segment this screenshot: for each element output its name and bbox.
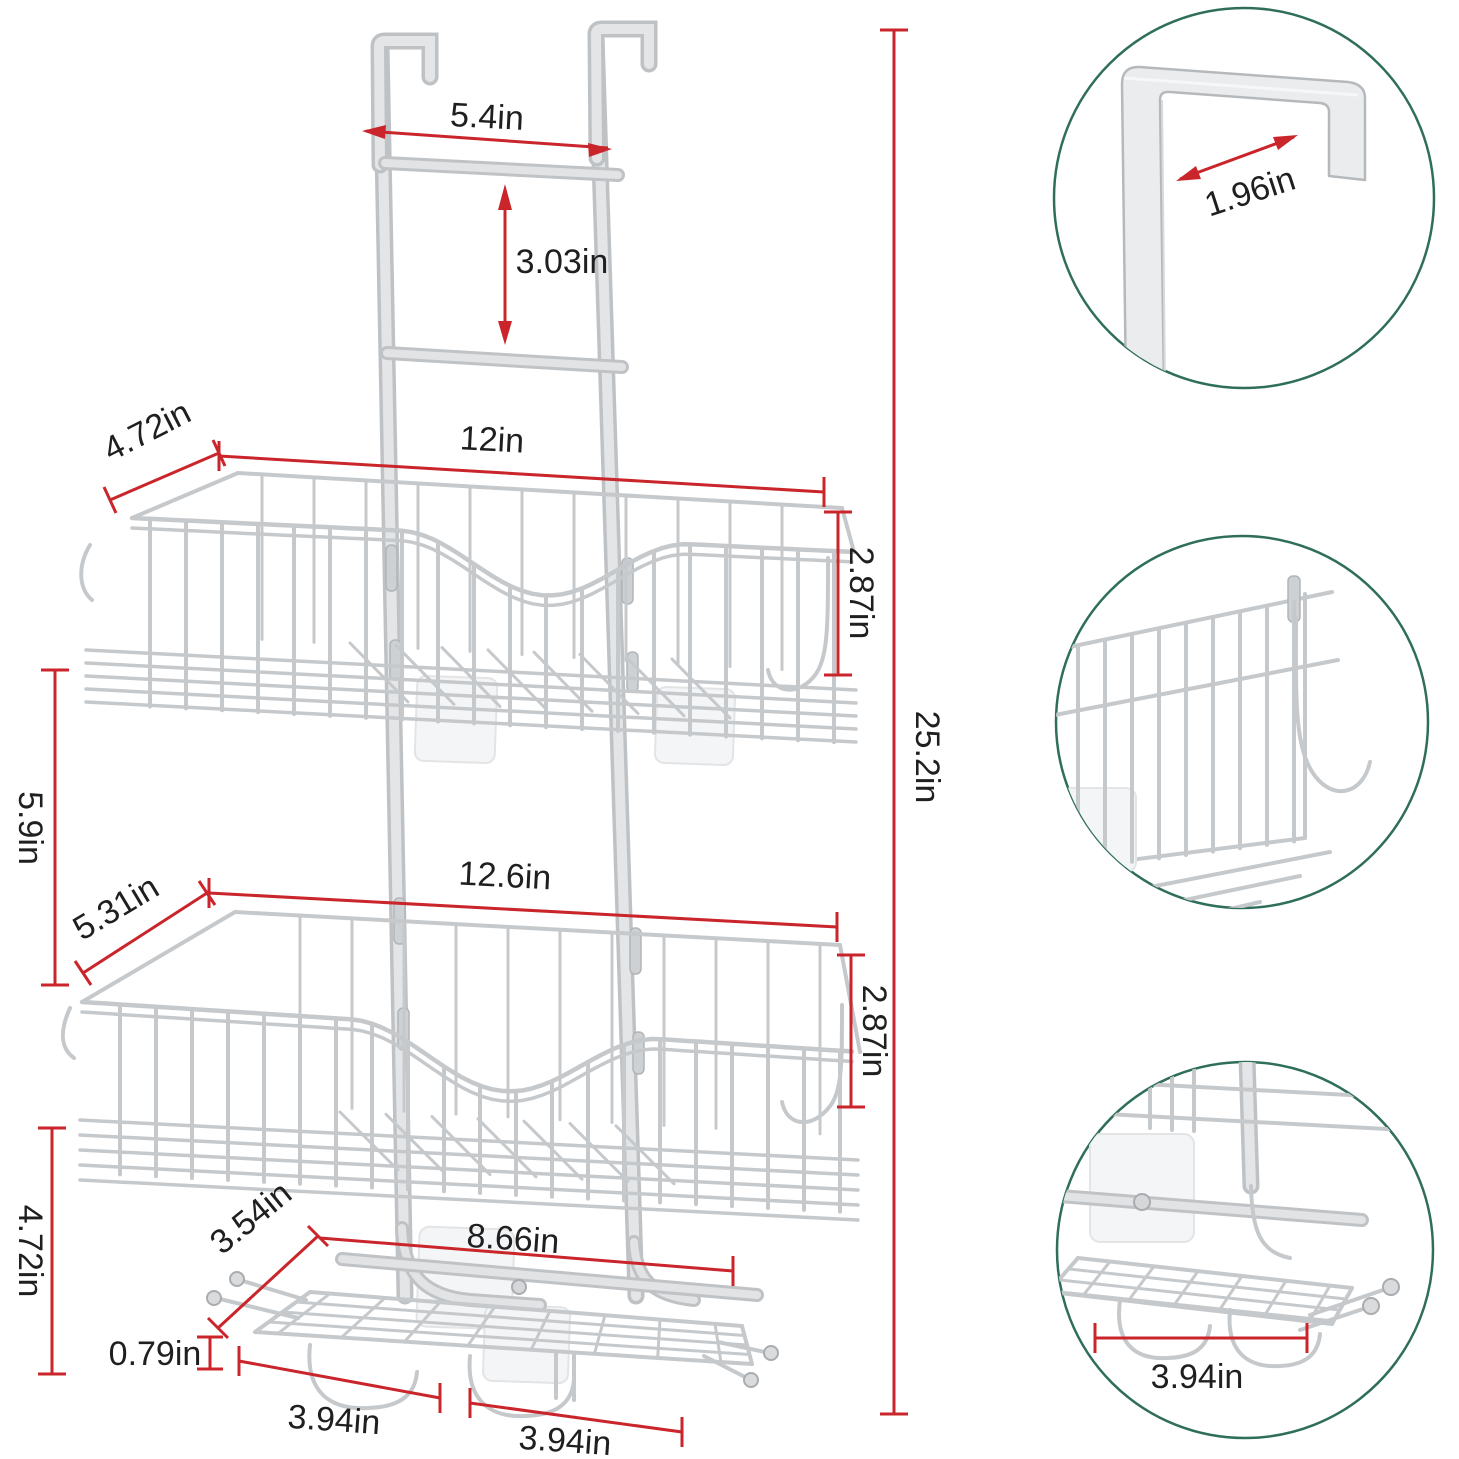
shelf-closeup: 3.94in	[1057, 1062, 1407, 1396]
dim-shelf-left-section: 3.94in	[237, 1346, 442, 1442]
dim-tier-gap-label: 5.9in	[11, 791, 49, 865]
top-basket-left-hook	[79, 543, 94, 602]
dim-shelf-height: 0.79in	[109, 1335, 223, 1373]
hook-closeup	[1120, 65, 1367, 388]
dim-hook-drop: 3.03in	[498, 184, 608, 345]
dim-total-height-label: 25.2in	[908, 711, 946, 804]
dim-shelf-width-label: 8.66in	[465, 1217, 560, 1261]
dim-hook-depth	[1176, 135, 1298, 181]
dim-shelf-right-label: 3.94in	[517, 1419, 612, 1459]
dim-mid-height: 2.87in	[837, 953, 893, 1109]
dim-hook-width: 5.4in	[362, 96, 612, 157]
top-basket	[79, 471, 858, 745]
screw	[511, 1279, 527, 1295]
dim-shelf-left-label: 3.94in	[286, 1398, 381, 1442]
towel-bar	[467, 1354, 576, 1419]
dim-total-height: 25.2in	[880, 28, 946, 1416]
detail-circle-basket	[1054, 534, 1430, 910]
middle-basket-hook	[780, 1003, 844, 1125]
dim-mid-width-label: 12.6in	[458, 855, 553, 898]
dim-mid-depth-label: 5.31in	[67, 868, 166, 948]
dim-shelf-width: 8.66in	[319, 1217, 735, 1286]
dim-top-height-label: 2.87in	[842, 547, 880, 640]
middle-basket	[61, 910, 862, 1222]
detail-circle-shelf: 3.94in	[1055, 1060, 1435, 1440]
dim-shelf-section	[1093, 1323, 1309, 1353]
dim-hook-width-label: 5.4in	[449, 96, 525, 138]
dim-lower-gap: 4.72in	[11, 1126, 66, 1376]
dim-shelf-section-label: 3.94in	[1151, 1358, 1244, 1396]
dim-mid-height-label: 2.87in	[855, 985, 893, 1078]
shelf-right-hooks	[702, 1340, 779, 1388]
dim-shelf-right-section: 3.94in	[468, 1388, 684, 1459]
dim-tier-gap: 5.9in	[11, 668, 69, 987]
top-basket-hook	[766, 556, 830, 692]
dim-lower-gap-label: 4.72in	[11, 1205, 49, 1298]
caddy-wireframe	[61, 20, 862, 1419]
dim-top-height: 2.87in	[824, 510, 880, 677]
dim-shelf-height-label: 0.79in	[109, 1335, 202, 1373]
detail-circle-hook: 1.96in	[1052, 6, 1436, 390]
middle-basket-left-hook	[61, 1006, 76, 1060]
crossbars	[378, 156, 629, 374]
shelf-left-hooks	[206, 1271, 308, 1320]
dim-mid-width: 12.6in	[207, 855, 839, 942]
basket-closeup-hook	[1293, 616, 1372, 794]
dim-top-width: 12in	[217, 419, 826, 507]
door-hooks	[370, 20, 658, 174]
dim-top-width-label: 12in	[459, 419, 525, 460]
dim-top-depth: 4.72in	[97, 393, 227, 514]
dim-top-depth-label: 4.72in	[97, 393, 197, 469]
bottom-shelf	[206, 1221, 779, 1419]
dim-hook-drop-label: 3.03in	[516, 243, 609, 281]
rail-clips	[385, 544, 645, 1075]
